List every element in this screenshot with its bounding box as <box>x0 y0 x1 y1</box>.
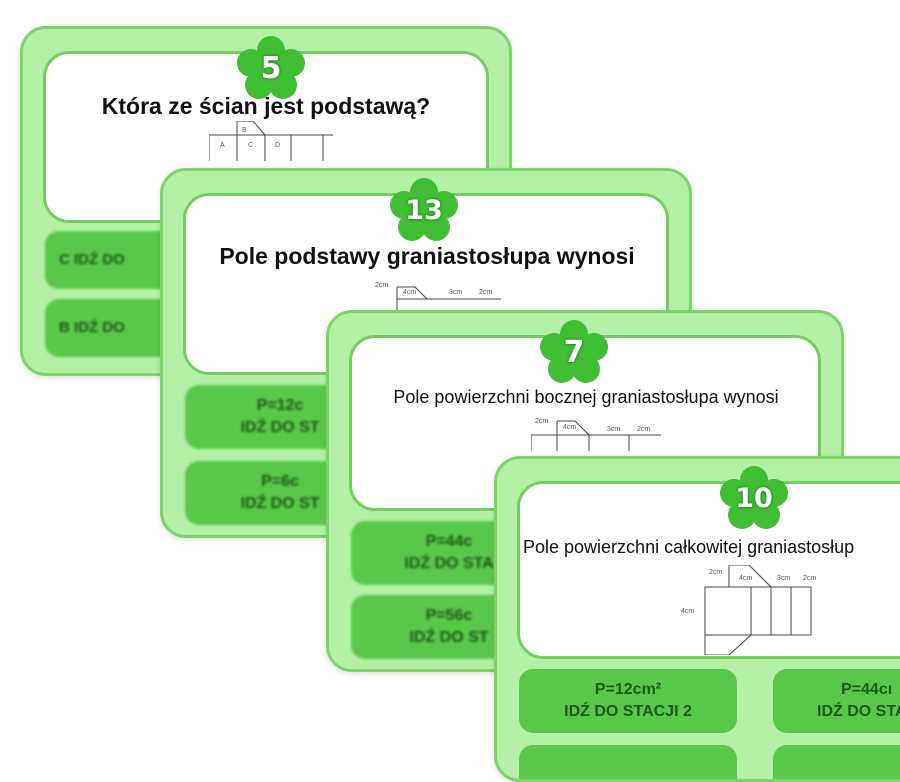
answer-value: P=6c <box>261 473 299 491</box>
net-label-side: 4cm <box>681 608 694 615</box>
task-card-10: 10 Pole powierzchni całkowitej graniasto… <box>494 456 900 782</box>
flower-badge: 13 <box>389 177 459 243</box>
net-label-b: 4cm <box>563 424 576 431</box>
question-text: Pole powierzchni całkowitej graniastosłu… <box>523 537 855 557</box>
answer-destination: IDŹ DO ST <box>409 629 489 646</box>
net-label-d: 2cm <box>637 426 650 433</box>
net-label-d: 2cm <box>803 575 816 582</box>
answer-value: P=44cı <box>841 681 893 699</box>
net-label-a: 2cm <box>535 418 548 425</box>
question-text: Która ze ścian jest podstawą? <box>101 93 431 119</box>
flower-icon <box>390 178 458 241</box>
net-label-b: 4cm <box>403 289 416 296</box>
question-text: Pole podstawy graniastosłupa wynosi <box>219 243 635 269</box>
answer-value: P=44c <box>425 533 473 551</box>
card-number: 5 <box>260 50 282 86</box>
answer-destination: IDŹ DO ST <box>240 419 320 436</box>
net-label-d: 2cm <box>479 289 492 296</box>
net-label-c: 3cm <box>777 575 790 582</box>
net-label-b: 4cm <box>739 575 752 582</box>
answer-destination: IDŹ DO STACJI 2 <box>564 703 692 720</box>
answer-button[interactable]: P=44cı IDŹ DO STA <box>773 669 900 733</box>
net-label-a: 2cm <box>375 282 388 289</box>
prism-net-diagram: 2cm 4cm 3cm 2cm <box>531 415 661 451</box>
card-number: 13 <box>405 194 443 226</box>
net-label-d: D <box>275 142 280 149</box>
prism-net-diagram: 2cm 4cm 3cm 2cm <box>371 281 501 311</box>
answer-destination: IDŹ DO STA <box>404 555 494 572</box>
question-text: Pole powierzchni bocznej graniastosłupa … <box>393 387 779 407</box>
answer-value: P=12c <box>256 397 304 415</box>
net-label-a: 2cm <box>709 569 722 576</box>
answer-destination: IDŹ DO ST <box>240 495 320 512</box>
flower-badge: 5 <box>236 35 306 101</box>
net-label-c: C <box>248 142 253 149</box>
prism-net-diagram: B A C D <box>209 121 333 161</box>
prism-net-diagram: 2cm 4cm 3cm 2cm 4cm <box>679 565 829 655</box>
flower-icon <box>237 36 305 99</box>
net-label-c: 3cm <box>607 426 620 433</box>
question-panel <box>517 481 900 659</box>
answer-button[interactable]: P=12cm² IDŹ DO STACJI 2 <box>519 669 737 733</box>
answer-button-partial[interactable] <box>773 745 900 779</box>
card-number: 7 <box>563 334 585 370</box>
answer-value: P=56c <box>425 607 473 625</box>
card-number: 10 <box>735 482 773 514</box>
answer-destination: IDŹ DO STA <box>817 703 900 720</box>
flower-badge: 10 <box>719 465 789 531</box>
flower-badge: 7 <box>539 319 609 385</box>
net-label-c: 3cm <box>449 289 462 296</box>
answer-value: P=12cm² <box>594 681 662 699</box>
net-label-a: A <box>220 142 225 149</box>
flower-icon <box>540 320 608 383</box>
net-label-b: B <box>242 127 247 134</box>
answer-button-partial[interactable] <box>519 745 737 779</box>
flower-icon <box>720 466 788 529</box>
